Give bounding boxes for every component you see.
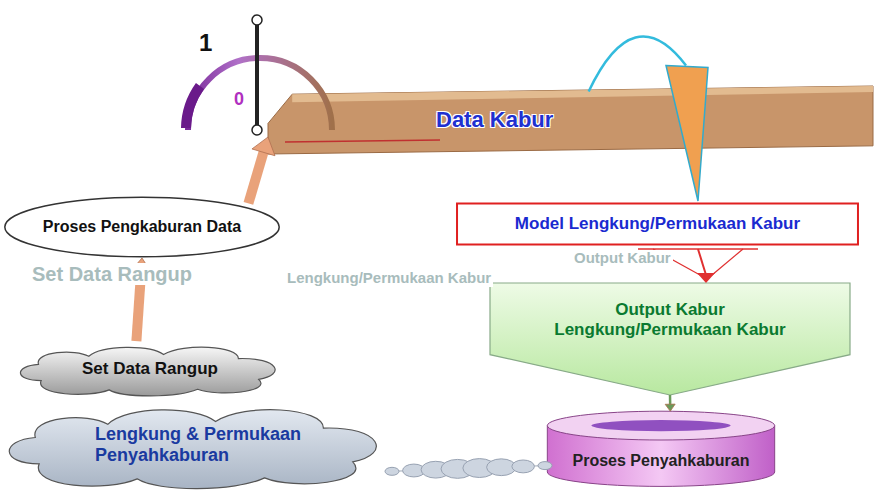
cloud-puff [512, 460, 535, 473]
connector [589, 36, 708, 201]
arrow-head [697, 273, 715, 283]
arrow-head [252, 137, 275, 156]
dial-arc [188, 58, 332, 130]
ellipse-outline [5, 197, 279, 257]
dial-knob [252, 15, 262, 25]
node-text: Set Data Rangup [82, 359, 218, 379]
dial-bar [255, 24, 259, 126]
node-text: Output Kabur Lengkung/Permukaan Kabur [545, 300, 795, 339]
funnel-head [666, 65, 708, 201]
connector [248, 137, 275, 203]
ghost-text: Set Data Rangup [30, 263, 194, 285]
red-arrow [712, 249, 743, 275]
thick-arrow [248, 150, 264, 203]
node-text: Data Kabur [436, 107, 553, 132]
cloud-puff [538, 462, 552, 470]
cloud-outline [20, 347, 275, 396]
board-line [285, 140, 440, 142]
dial-wedge [186, 86, 200, 128]
data-board-outline [268, 86, 873, 154]
board-body [268, 86, 873, 154]
box-outline [457, 203, 858, 244]
board-top [292, 86, 873, 102]
model-box: Model Lengkung/Permukaan Kabur [455, 203, 860, 245]
ghost-text: Lengkung/Permukaan Kabur [285, 270, 493, 287]
dial-knob [252, 125, 262, 135]
connector [385, 459, 552, 479]
arrow-box-outline [490, 283, 850, 395]
defuzz-cylinder-outline [545, 408, 777, 488]
node-text: Proses Penyahkaburan [573, 452, 750, 470]
ghost-text: Output Kabur [572, 250, 673, 267]
data-cloud: Set Data Rangup [14, 340, 286, 398]
defuzz-cylinder: Proses Penyahkaburan [545, 408, 777, 488]
node-text: Lengkung & Permukaan Penyahkaburan [95, 424, 335, 465]
output-box: Output Kabur Lengkung/Permukaan Kabur [490, 283, 850, 395]
cylinder-hole [591, 420, 730, 431]
defuzz-cloud: Lengkung & Permukaan Penyahkaburan [0, 398, 392, 492]
arrow-head [665, 404, 675, 411]
green-arrow [669, 395, 672, 405]
digit-zero: 0 [234, 90, 244, 110]
connector [665, 395, 675, 411]
digit-one: 1 [199, 30, 212, 56]
cloud-puff [385, 467, 399, 475]
node-text: Proses Pengkaburan Data [43, 218, 241, 236]
red-arrow [698, 249, 706, 275]
node-text: Model Lengkung/Permukaan Kabur [515, 214, 800, 234]
cloud-outline [9, 410, 376, 489]
cylinder-top [547, 411, 774, 440]
data-board: Data Kabur [268, 86, 873, 154]
process-ellipse: Proses Pengkaburan Data [2, 196, 282, 258]
